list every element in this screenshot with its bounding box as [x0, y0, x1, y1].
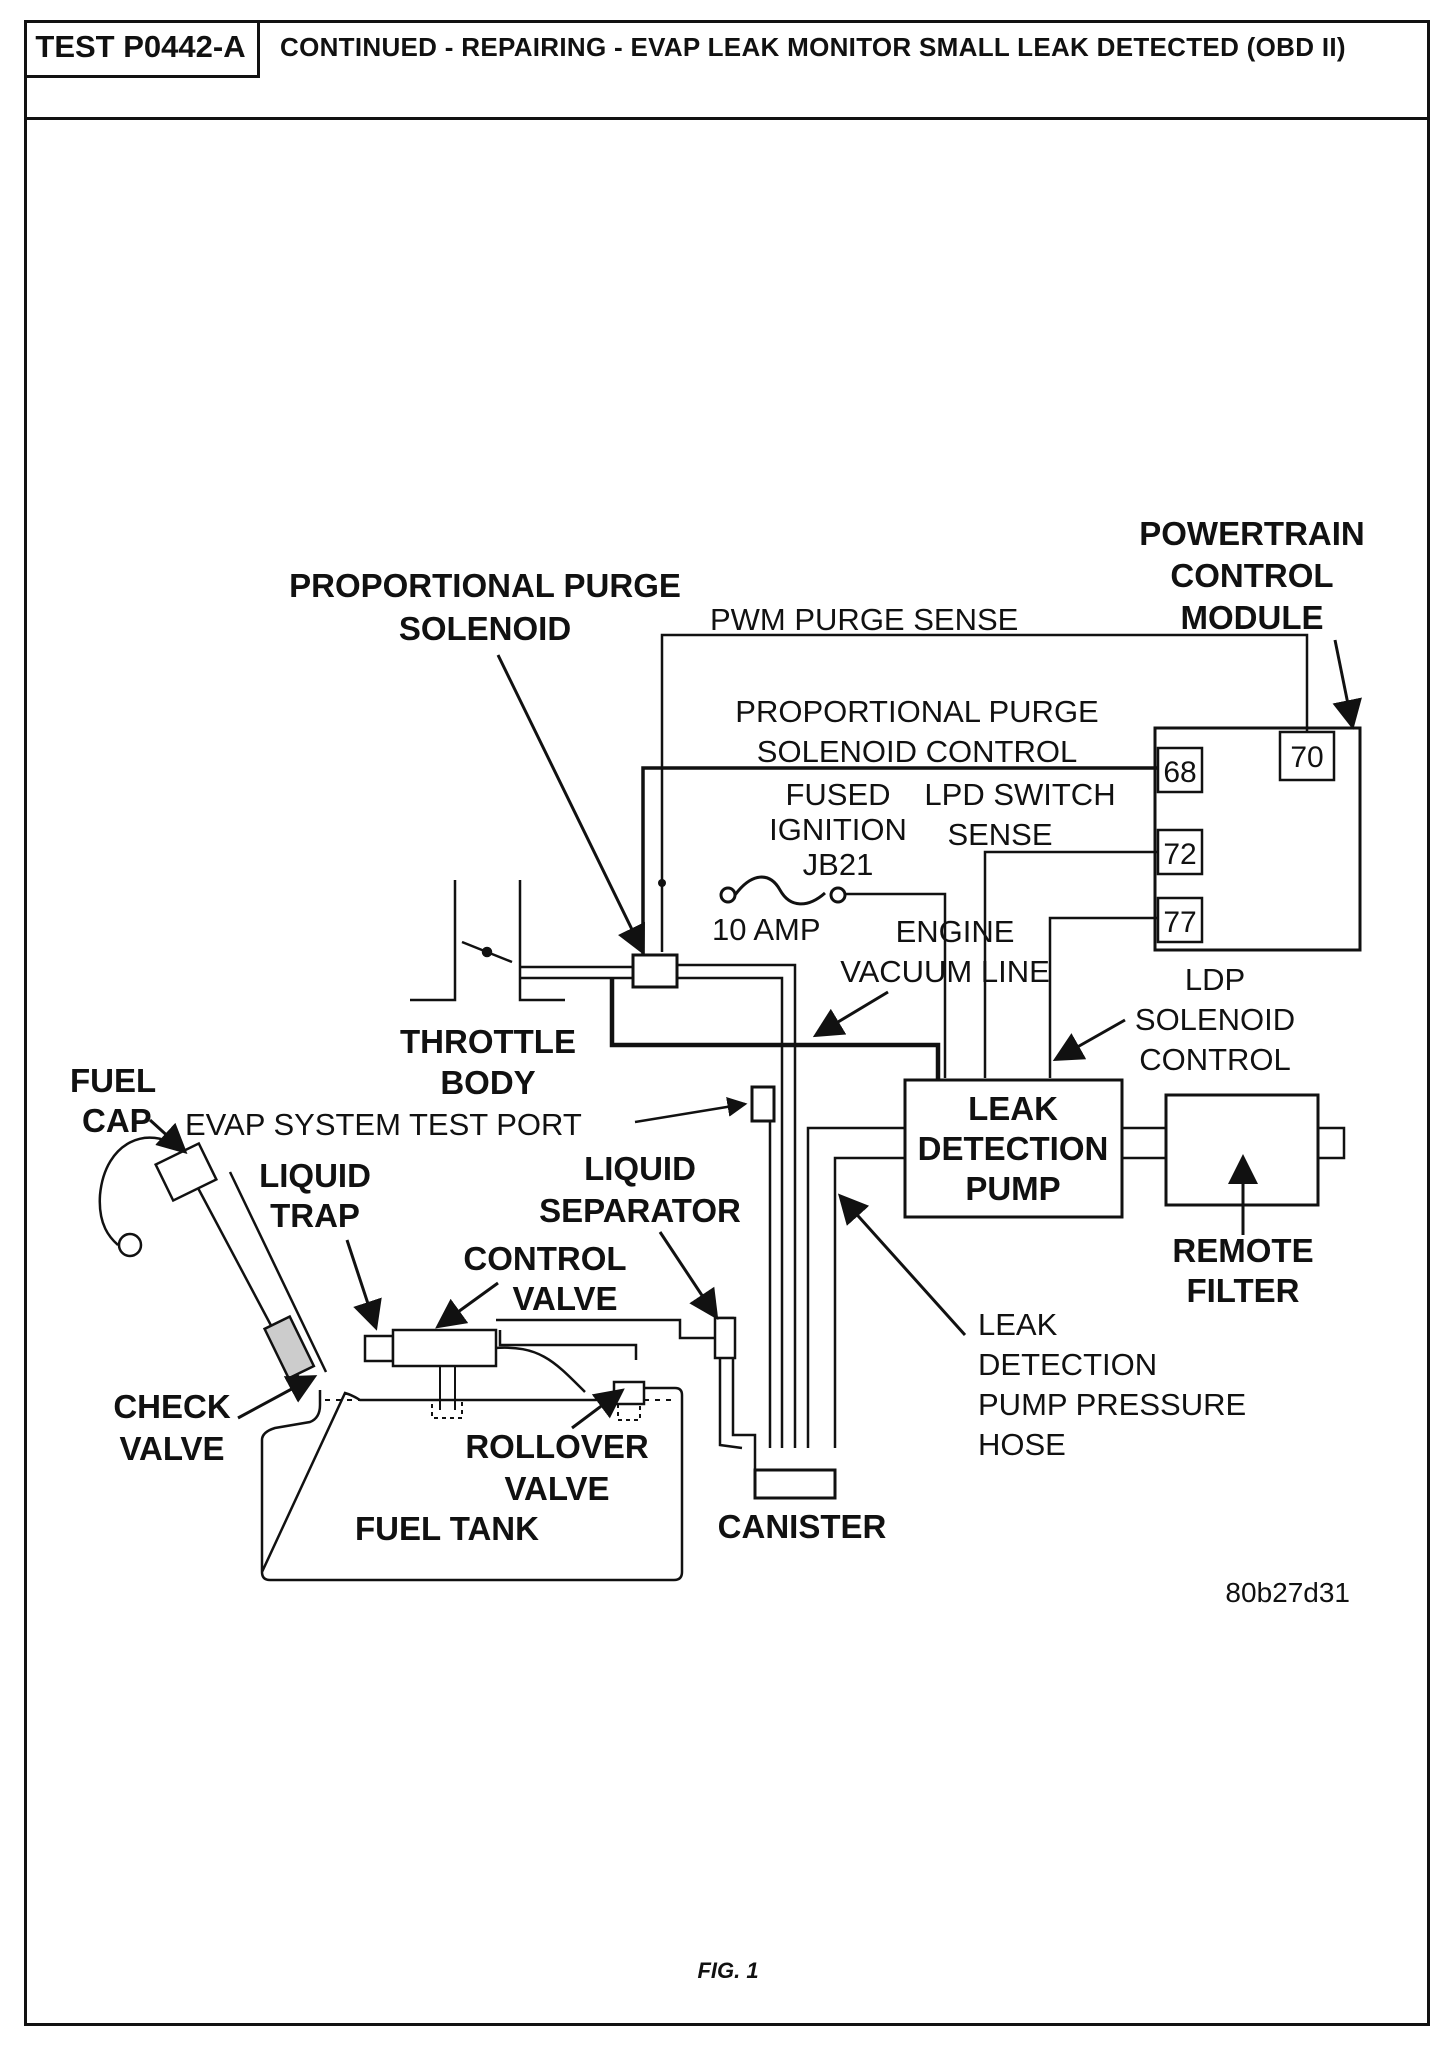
powertrain-control-module: 70 68 72 77 [1153, 726, 1362, 952]
purge-control-label: PROPORTIONAL PURGE SOLENOID CONTROL [735, 694, 1098, 769]
pcm-pin-77: 77 [1163, 906, 1196, 939]
ldp-solenoid-arrow [1052, 1018, 1126, 1061]
check-valve-label: CHECK VALVE [113, 1388, 231, 1467]
svg-text:CONTROL: CONTROL [463, 1240, 626, 1277]
svg-text:SOLENOID: SOLENOID [1135, 1002, 1295, 1037]
svg-text:SOLENOID CONTROL: SOLENOID CONTROL [757, 734, 1077, 769]
evap-test-port [750, 1085, 776, 1123]
svg-text:VACUUM LINE: VACUUM LINE [840, 954, 1050, 989]
control-valve [391, 1328, 498, 1368]
rollover-valve-label: ROLLOVER VALVE [465, 1428, 649, 1507]
svg-text:POWERTRAIN: POWERTRAIN [1139, 515, 1365, 552]
fuel-cap-label: FUEL CAP [70, 1062, 156, 1139]
pcm-pin-70: 70 [1290, 741, 1323, 774]
liquid-trap [363, 1334, 395, 1363]
pwm-purge-sense-label: PWM PURGE SENSE [710, 602, 1018, 637]
svg-text:CHECK: CHECK [113, 1388, 231, 1425]
svg-text:HOSE: HOSE [978, 1427, 1066, 1462]
figure-caption: FIG. 1 [697, 1958, 759, 1983]
purge-control-wire [641, 766, 1158, 955]
throttle-body-label: THROTTLE BODY [400, 1023, 576, 1101]
svg-text:REMOTE: REMOTE [1172, 1232, 1313, 1269]
svg-text:SENSE: SENSE [947, 817, 1052, 852]
svg-text:DETECTION: DETECTION [918, 1130, 1109, 1167]
fuse-rating-label: 10 AMP [712, 912, 821, 947]
svg-text:LIQUID: LIQUID [584, 1150, 696, 1187]
svg-text:VALVE: VALVE [512, 1280, 617, 1317]
remote-filter-label: REMOTE FILTER [1172, 1232, 1313, 1309]
fuse-symbol [719, 875, 847, 906]
test-id-box: TEST P0442-A [24, 20, 260, 78]
purge-solenoid-label: PROPORTIONAL PURGE SOLENOID [289, 567, 681, 647]
svg-text:SOLENOID: SOLENOID [399, 610, 571, 647]
svg-text:MODULE: MODULE [1181, 599, 1324, 636]
liquid-trap-label: LIQUID TRAP [259, 1157, 371, 1234]
liquid-separator-label: LIQUID SEPARATOR [539, 1150, 741, 1229]
fuel-filler-neck [196, 1171, 328, 1381]
ldp-solenoid-control-label: LDP SOLENOID CONTROL [1135, 962, 1295, 1077]
liquid-separator [713, 1316, 737, 1360]
svg-text:FILTER: FILTER [1186, 1272, 1299, 1309]
pcm-label: POWERTRAIN CONTROL MODULE [1139, 515, 1365, 636]
lpd-switch-sense-wire [983, 850, 1158, 1078]
pcm-pin-68: 68 [1163, 756, 1196, 789]
svg-text:LDP: LDP [1185, 962, 1245, 997]
pcm-pin-77-box [1156, 896, 1204, 944]
page-frame [24, 20, 1430, 2026]
pwm-purge-sense-wire [660, 633, 1309, 952]
ldp-pressure-hose-label: LEAK DETECTION PUMP PRESSURE HOSE [978, 1307, 1246, 1462]
header-row: TEST P0442-A CONTINUED - REPAIRING - EVA… [24, 20, 1430, 120]
svg-text:BODY: BODY [440, 1064, 535, 1101]
svg-text:CONTROL: CONTROL [1170, 557, 1333, 594]
svg-text:VALVE: VALVE [119, 1430, 224, 1467]
svg-text:PROPORTIONAL PURGE: PROPORTIONAL PURGE [735, 694, 1098, 729]
svg-text:ENGINE: ENGINE [896, 914, 1015, 949]
svg-text:PROPORTIONAL PURGE: PROPORTIONAL PURGE [289, 567, 681, 604]
svg-text:LEAK: LEAK [968, 1090, 1058, 1127]
svg-text:FUSED: FUSED [785, 777, 890, 812]
engine-vacuum-arrow [812, 990, 889, 1038]
svg-text:ROLLOVER: ROLLOVER [465, 1428, 649, 1465]
svg-text:PUMP PRESSURE: PUMP PRESSURE [978, 1387, 1246, 1422]
canister [753, 1468, 837, 1500]
svg-text:CONTROL: CONTROL [1139, 1042, 1291, 1077]
pcm-pin-68-box [1156, 746, 1204, 794]
svg-text:LPD SWITCH: LPD SWITCH [924, 777, 1115, 812]
svg-text:THROTTLE: THROTTLE [400, 1023, 576, 1060]
fused-ignition-wire [845, 892, 947, 1078]
svg-text:PUMP: PUMP [965, 1170, 1060, 1207]
proportional-purge-solenoid [631, 953, 679, 989]
svg-text:FUEL: FUEL [70, 1062, 156, 1099]
svg-text:SEPARATOR: SEPARATOR [539, 1192, 741, 1229]
page-title: CONTINUED - REPAIRING - EVAP LEAK MONITO… [280, 32, 1346, 62]
pcm-pin-72: 72 [1163, 838, 1196, 871]
engine-vacuum-line-label: ENGINE VACUUM LINE [840, 914, 1050, 989]
fused-ignition-label: FUSED IGNITION JB21 [769, 777, 907, 882]
canister-label: CANISTER [718, 1508, 887, 1545]
ldp-solenoid-control-wire [1048, 916, 1158, 1078]
figure-id: 80b27d31 [1225, 1577, 1350, 1608]
svg-text:DETECTION: DETECTION [978, 1347, 1157, 1382]
svg-text:JB21: JB21 [803, 847, 874, 882]
pcm-arrow [1332, 639, 1362, 730]
tank-valve-stubs [431, 1366, 463, 1419]
fuel-tank-label: FUEL TANK [355, 1510, 539, 1547]
fuel-cap [98, 1136, 219, 1258]
svg-text:IGNITION: IGNITION [769, 812, 907, 847]
purge-solenoid-arrow [496, 654, 645, 956]
evap-test-port-label: EVAP SYSTEM TEST PORT [185, 1107, 582, 1142]
lpd-switch-sense-label: LPD SWITCH SENSE [924, 777, 1115, 852]
svg-text:LEAK: LEAK [978, 1307, 1058, 1342]
rollover-valve [612, 1380, 646, 1421]
throttle-body [410, 880, 565, 1002]
fuel-tank [260, 1386, 684, 1582]
wiring [641, 633, 1309, 1078]
svg-text:CAP: CAP [82, 1102, 152, 1139]
svg-text:TRAP: TRAP [270, 1197, 360, 1234]
leak-detection-pump: LEAK DETECTION PUMP [903, 1078, 1124, 1219]
svg-text:LIQUID: LIQUID [259, 1157, 371, 1194]
svg-text:VALVE: VALVE [504, 1470, 609, 1507]
control-valve-label: CONTROL VALVE [463, 1240, 626, 1317]
